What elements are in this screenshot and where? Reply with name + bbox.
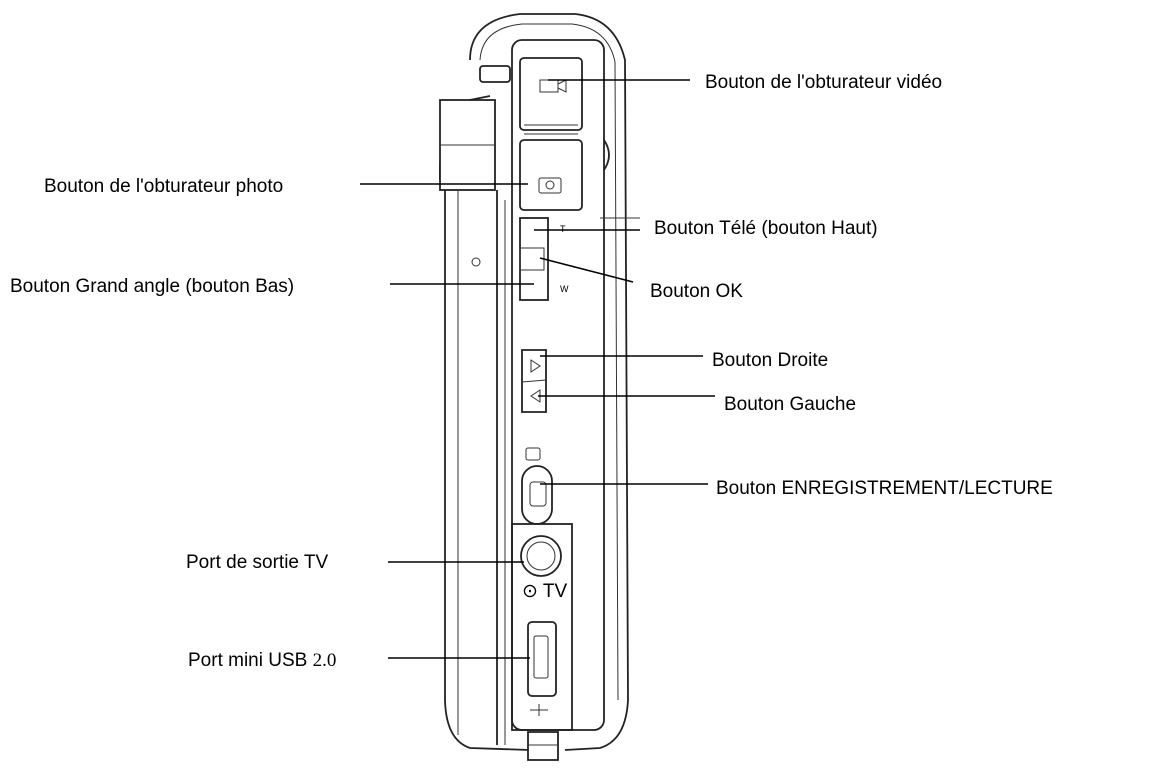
- label-tele: Bouton Télé (bouton Haut): [654, 218, 878, 239]
- strap-loop: [527, 731, 559, 761]
- usb-port-inner: [533, 635, 549, 679]
- housing-inner: [479, 23, 619, 701]
- tele-marking: T: [560, 224, 566, 234]
- record-play-switch-shape: [521, 465, 553, 525]
- status-led-window: [479, 65, 511, 83]
- label-usb: Port mini USB 2.0: [188, 650, 336, 671]
- lcd-screw: [471, 257, 481, 267]
- tv-out-port-inner: [526, 541, 556, 571]
- callout-lines: [360, 79, 715, 659]
- photo-camera-icon-lens: [545, 180, 555, 190]
- callout-labels: Bouton de l'obturateur vidéo Bouton de l…: [10, 72, 1053, 671]
- label-left: Bouton Gauche: [724, 394, 856, 415]
- video-camera-icon-lens: [557, 79, 567, 93]
- label-usb-version: 2.0: [313, 650, 337, 671]
- label-video-shutter: Bouton de l'obturateur vidéo: [705, 72, 942, 93]
- usb-port-shape: [527, 621, 557, 697]
- label-photo-shutter: Bouton de l'obturateur photo: [44, 176, 283, 197]
- photo-shutter-button-shape: [519, 139, 583, 211]
- label-tv-out: Port de sortie TV: [186, 552, 329, 573]
- port-cover: [511, 523, 573, 731]
- label-right: Bouton Droite: [712, 350, 828, 371]
- usb-symbol-icon: [530, 704, 548, 716]
- side-bump: [603, 139, 610, 171]
- record-play-switch-knob: [529, 481, 547, 507]
- label-wide: Bouton Grand angle (bouton Bas): [10, 276, 294, 297]
- ok-leader: [539, 257, 634, 283]
- camcorder-body: T W ⊙ TV: [439, 13, 640, 761]
- label-usb-main: Port mini USB: [188, 650, 313, 671]
- photo-camera-icon: [538, 177, 562, 194]
- record-mode-icon: [525, 447, 541, 461]
- lcd-panel-outline: [444, 190, 531, 751]
- wide-marking: W: [560, 284, 569, 294]
- tv-port-marking: ⊙ TV: [522, 581, 567, 602]
- label-ok: Bouton OK: [650, 281, 743, 302]
- housing-outline: [469, 13, 629, 751]
- right-arrow-icon: [530, 359, 541, 373]
- right-left-divider: [521, 379, 547, 383]
- video-shutter-button-shape: [519, 57, 583, 131]
- label-record-play: Bouton ENREGISTREMENT/LECTURE: [716, 478, 1053, 499]
